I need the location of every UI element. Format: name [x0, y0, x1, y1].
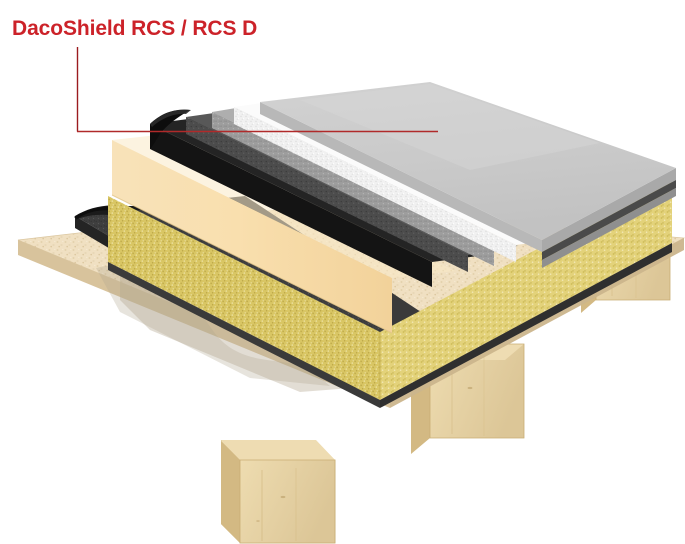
wool-front-face	[108, 196, 380, 400]
top-cap-sheet	[260, 82, 676, 268]
cap-front-edge	[260, 102, 542, 252]
black-face	[150, 124, 432, 287]
cap-right-edge	[542, 168, 676, 252]
callout-label: DacoShield RCS / RCS D	[12, 17, 258, 40]
callout-leader-line	[76, 47, 438, 133]
joist-front-left-overlap	[221, 441, 336, 544]
cap-top-surface	[260, 82, 676, 240]
pir-front-face	[112, 140, 392, 333]
